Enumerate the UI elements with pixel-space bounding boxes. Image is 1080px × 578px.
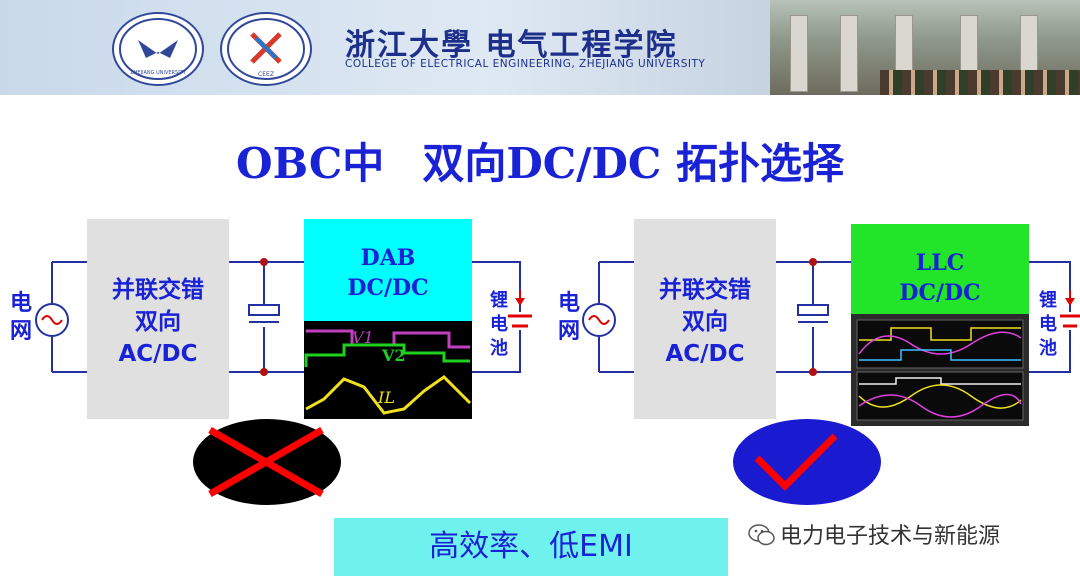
grid-label-left: 电网: [9, 291, 32, 344]
acdc-line1: 并联交错: [112, 277, 204, 303]
capacitor-icon: [797, 304, 829, 316]
wave-label-v1: V1: [352, 328, 374, 347]
slide-title: OBC中双向DC/DC 拓扑选择: [0, 130, 1080, 191]
grid-label-right: 电网: [557, 291, 580, 344]
university-logo: ZHEJIANG UNIVERSITY: [112, 12, 204, 86]
university-subtitle: COLLEGE OF ELECTRICAL ENGINEERING, ZHEJI…: [345, 58, 706, 70]
llc-line1: LLC: [915, 250, 965, 276]
acdc-line3: AC/DC: [665, 341, 745, 367]
watermark-text: 电力电子技术与新能源: [780, 524, 1001, 549]
check-icon: [754, 433, 838, 491]
header-banner: ZHEJIANG UNIVERSITY CEEZ 浙江大學 电气工程学院 COL…: [0, 0, 1080, 95]
logo1-text: ZHEJIANG UNIVERSITY: [130, 70, 187, 76]
conclusion-label: 高效率、低EMI: [334, 518, 728, 576]
cross-icon: [208, 426, 324, 498]
llc-waveform: [851, 314, 1029, 426]
battery-label-right: 锂电池: [1039, 290, 1057, 359]
capacitor-icon: [248, 304, 280, 316]
dab-waveform: V1 V2 IL: [304, 321, 472, 419]
dab-line2: DC/DC: [347, 275, 429, 301]
battery-label-left: 锂电池: [490, 290, 508, 359]
college-logo: CEEZ: [220, 12, 312, 86]
acdc-line1: 并联交错: [659, 277, 751, 303]
wave-label-v2: V2: [381, 346, 406, 365]
dab-dcdc-block: DAB DC/DC: [304, 219, 472, 321]
campus-photo: [770, 0, 1080, 95]
acdc-line2: 双向: [135, 309, 181, 335]
title-part1: OBC中: [236, 139, 385, 188]
university-name: 浙江大學 电气工程学院: [345, 28, 678, 63]
dab-line1: DAB: [360, 245, 416, 271]
wechat-icon: [748, 524, 775, 546]
llc-line2: DC/DC: [899, 280, 981, 306]
llc-dcdc-block: LLC DC/DC: [851, 224, 1029, 314]
acdc-line3: AC/DC: [118, 341, 198, 367]
acdc-block-right: 并联交错 双向 AC/DC: [634, 219, 776, 419]
title-part2: 双向DC/DC 拓扑选择: [422, 139, 844, 188]
wave-label-il: IL: [377, 388, 395, 407]
acdc-block-left: 并联交错 双向 AC/DC: [87, 219, 229, 419]
acdc-line2: 双向: [682, 309, 728, 335]
logo2-text: CEEZ: [258, 71, 274, 78]
